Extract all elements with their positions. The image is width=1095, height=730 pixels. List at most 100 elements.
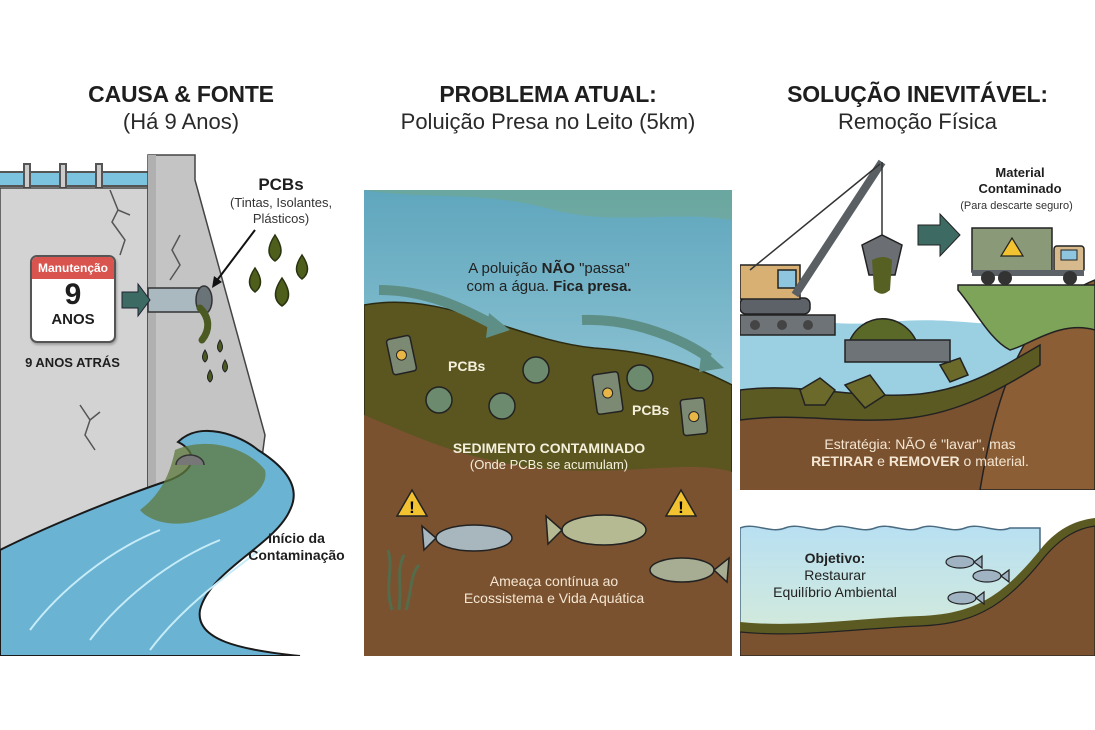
flow-text-emphasis: Fica presa.	[553, 278, 632, 295]
barge-wheels	[750, 320, 813, 330]
flow-message: A poluição NÃO "passa" com a água. Fica …	[424, 260, 674, 296]
panel-solution: Material Contaminado (Para descarte segu…	[740, 150, 1095, 490]
toxic-barrel-icon	[591, 371, 624, 415]
goal-text: Objetivo: Restaurar Equilíbrio Ambiental	[760, 550, 910, 600]
strategy-emphasis: RETIRAR	[811, 452, 874, 469]
crane-tracks	[740, 297, 811, 315]
dead-fish-icon	[421, 524, 513, 552]
material-line-1: Material	[995, 165, 1045, 180]
sediment-title: SEDIMENTO CONTAMINADO	[452, 440, 646, 456]
dead-fish-icon	[545, 514, 647, 546]
goal-title: Objetivo:	[804, 550, 866, 566]
strategy-line-1: Estratégia: NÃO é "lavar", mas	[824, 436, 1016, 452]
dam-river-illustration	[0, 154, 309, 656]
pointer-arrowhead	[212, 276, 222, 288]
arrow-icon	[121, 282, 151, 318]
strategy-text: e	[873, 452, 889, 469]
flow-arrowhead	[699, 348, 724, 372]
contaminated-river-plume	[140, 443, 266, 524]
panel-1-subtitle: (Há 9 Anos)	[122, 109, 240, 134]
panel-current-problem: ! ! A poluição NÃO "passa" com a água. F…	[364, 190, 732, 656]
crack	[169, 234, 181, 281]
pcbs-callout: PCBs (Tintas, Isolantes, Plásticos)	[206, 175, 356, 227]
sediment-chunks	[799, 357, 970, 409]
pcbs-tag: PCBs	[632, 402, 670, 418]
flow-message-line-1: A poluição NÃO "passa"	[424, 260, 674, 278]
flow-message-line-2: com a água. Fica presa.	[424, 278, 674, 296]
panel-3-header: SOLUÇÃO INEVITÁVEL: Remoção Física	[740, 80, 1095, 136]
calendar-header: Manutenção	[32, 257, 114, 279]
panel-3-subtitle: Remoção Física	[838, 109, 997, 134]
pcbs-sources: (Tintas, Isolantes, Plásticos)	[229, 195, 333, 226]
surface-algae	[364, 190, 732, 220]
grassy-cliff	[957, 284, 1095, 351]
calendar-number: 9	[64, 278, 82, 311]
crack	[109, 189, 131, 256]
strategy-caption: Estratégia: NÃO é "lavar", mas RETIRAR e…	[760, 436, 1080, 470]
goal-line-1: Restaurar	[804, 566, 866, 583]
riverbank-soil	[740, 525, 1095, 656]
flow-text: A poluição	[468, 260, 542, 277]
dead-fish-icon	[649, 556, 730, 584]
reservoir-water	[0, 172, 150, 186]
dredging-illustration	[740, 150, 1095, 490]
toxic-barrel-icon	[385, 334, 418, 376]
flow-text-emphasis: NÃO	[541, 260, 575, 277]
panel-1-title: CAUSA & FONTE	[88, 81, 274, 107]
dam-edge	[148, 155, 156, 510]
panel-3-title: SOLUÇÃO INEVITÁVEL:	[787, 81, 1048, 107]
clamshell-bucket	[861, 234, 903, 276]
restored-river-illustration	[740, 510, 1095, 656]
warning-icon: !	[409, 498, 415, 517]
crane-cab-window	[777, 269, 797, 289]
river-flow-lines	[29, 529, 261, 651]
flow-arrowhead	[486, 313, 510, 338]
panel-goal: Objetivo: Restaurar Equilíbrio Ambiental	[740, 510, 1095, 656]
sediment-cross-section: ! !	[364, 190, 732, 656]
warning-icon: !	[395, 488, 429, 517]
bank-slope	[979, 279, 1095, 490]
river-caption-line-2: Contaminação	[248, 546, 345, 563]
flow-text: com a água.	[466, 278, 554, 295]
culvert-opening	[175, 454, 205, 466]
threat-line-1: Ameaça contínua ao	[489, 573, 619, 589]
river-caption: Início da Contaminação	[234, 530, 359, 564]
sediment-subtitle: (Onde PCBs se acumulam)	[469, 456, 629, 472]
panel-2-header: PROBLEMA ATUAL: Poluição Presa no Leito …	[364, 80, 732, 136]
crane-cable	[749, 163, 881, 271]
discharge-pipe	[147, 285, 213, 344]
pcbs-label: PCBs	[258, 175, 304, 194]
toxic-barrel-icon	[679, 397, 709, 437]
pcb-particle-icons	[425, 356, 654, 420]
crane-boom	[791, 159, 886, 298]
threat-line-2: Ecossistema e Vida Aquática	[463, 589, 645, 606]
panel-cause-source: Manutenção 9 ANOS 9 ANOS ATRÁS PCBs (Tin…	[0, 150, 364, 656]
material-label: Material Contaminado	[946, 165, 1094, 196]
dredge-barge	[844, 339, 951, 363]
material-line-2: Contaminado	[978, 180, 1062, 196]
panel-2-title: PROBLEMA ATUAL:	[439, 81, 657, 107]
sediment-label: SEDIMENTO CONTAMINADO (Onde PCBs se acum…	[414, 440, 684, 472]
crane-barge	[740, 314, 836, 336]
calendar-icon: Manutenção 9 ANOS	[30, 255, 116, 343]
pointer-arrow	[214, 229, 256, 284]
arrow-icon	[917, 212, 961, 258]
calendar-unit: ANOS	[51, 311, 95, 328]
flow-arrow	[378, 285, 497, 330]
river-caption-line-1: Início da	[268, 530, 325, 546]
warning-icon: !	[664, 488, 698, 517]
pcb-drops-icon	[248, 233, 309, 307]
threat-caption: Ameaça contínua ao Ecossistema e Vida Aq…	[434, 573, 674, 607]
disposal-truck-icon	[971, 227, 1085, 285]
dripping-sediment	[872, 257, 892, 294]
strategy-emphasis: REMOVER	[888, 452, 960, 469]
calendar-caption: 9 ANOS ATRÁS	[25, 355, 120, 370]
strategy-line-2: RETIRAR e REMOVER o material.	[760, 453, 1080, 470]
goal-line-2: Equilíbrio Ambiental	[773, 583, 897, 600]
crack	[79, 404, 101, 451]
material-note: (Para descarte seguro)	[960, 200, 1073, 212]
pcbs-tag: PCBs	[448, 358, 486, 374]
drip-drops	[202, 339, 228, 383]
seaweed-icon	[386, 549, 421, 611]
panel-1-header: CAUSA & FONTE (Há 9 Anos)	[0, 80, 362, 136]
